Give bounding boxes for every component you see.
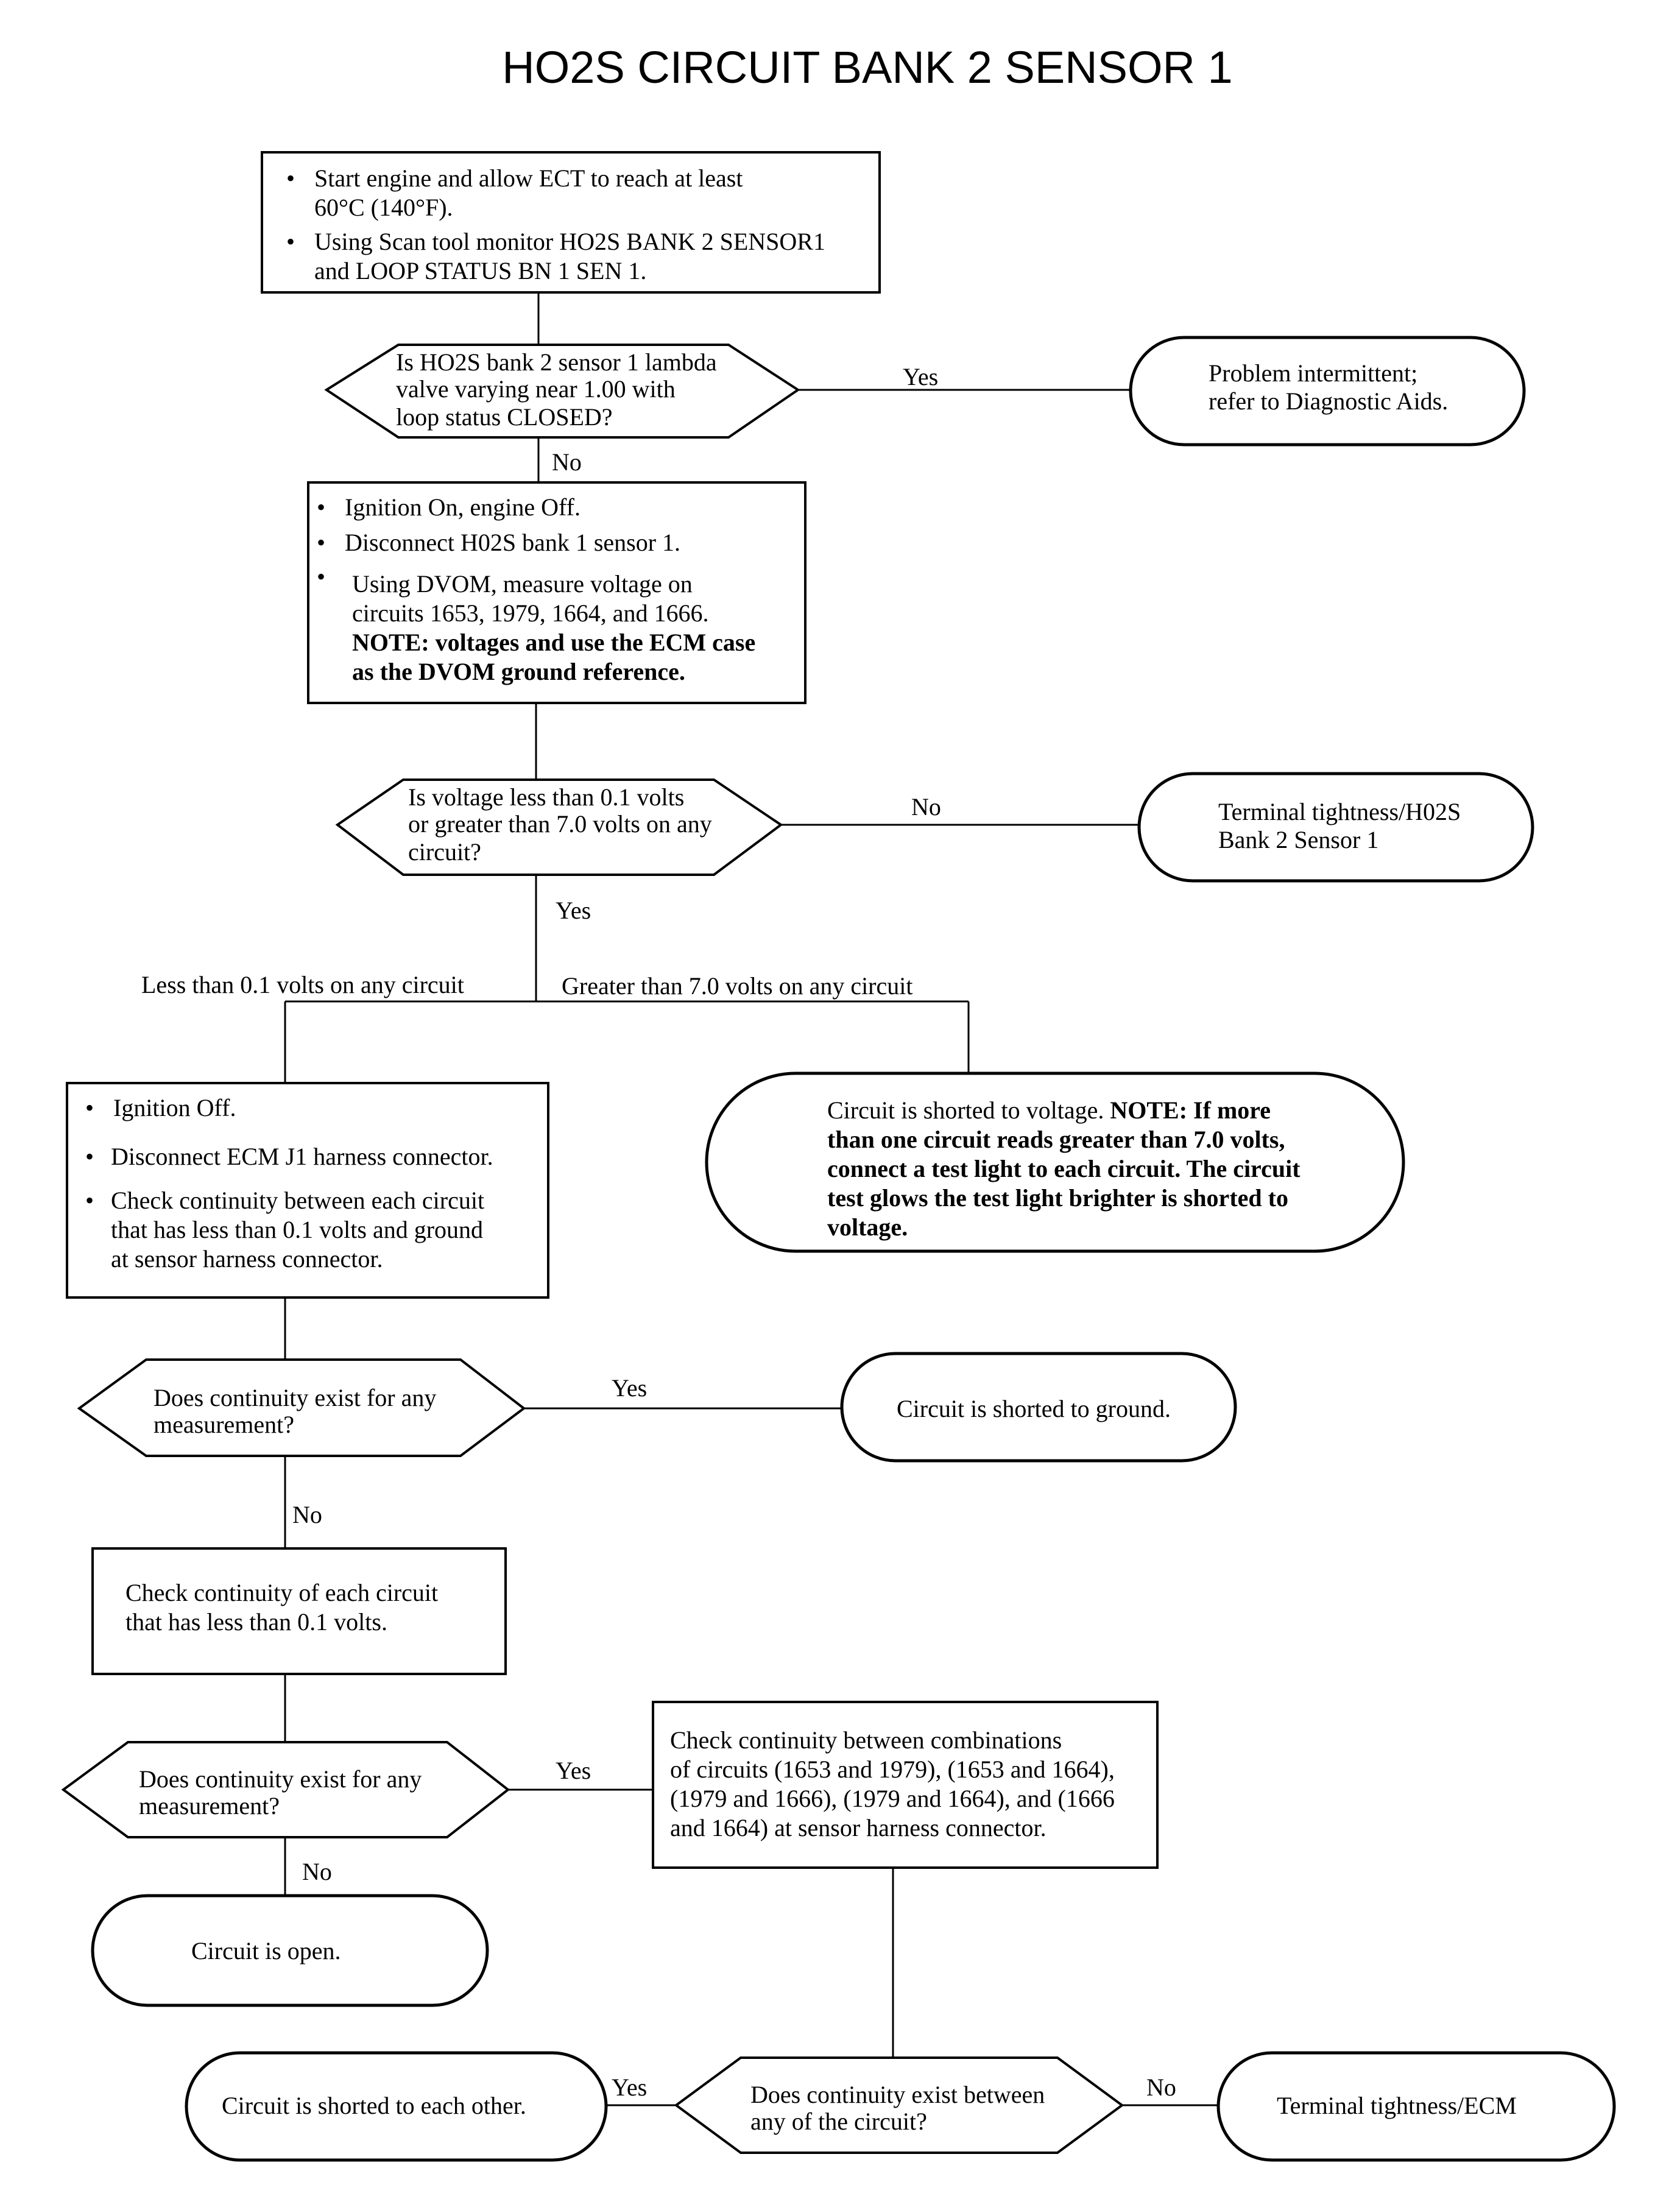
shorted-voltage-line-3: connect a test light to each circuit. Th… — [827, 1155, 1301, 1182]
circuit-open-terminal: Circuit is open. — [91, 1894, 489, 2007]
bullet: • — [85, 1187, 94, 1214]
branch-greater-label: Greater than 7.0 volts on any circuit — [562, 972, 912, 1000]
start-box: • Start engine and allow ECT to reach at… — [261, 151, 881, 294]
ignition-line-1: Ignition On, engine Off. — [345, 493, 581, 521]
bullet: • — [317, 563, 325, 590]
shorted-voltage-line-2: than one circuit reads greater than 7.0 … — [827, 1126, 1285, 1153]
shorted-voltage-line-1: Circuit is shorted to voltage. NOTE: If … — [827, 1096, 1271, 1124]
combos-line-1: Check continuity between combinations — [670, 1726, 1062, 1754]
shorted-voltage-note: NOTE: If more — [1110, 1096, 1271, 1124]
shorted-ground-line-1: Circuit is shorted to ground. — [897, 1395, 1171, 1422]
branch-less-label: Less than 0.1 volts on any circuit — [141, 971, 464, 998]
diagram-title: HO2S CIRCUIT BANK 2 SENSOR 1 — [502, 42, 1232, 93]
terminal-h02s: Terminal tightness/H02S Bank 2 Sensor 1 — [1137, 772, 1534, 883]
q4-line-1: Does continuity exist for any — [139, 1765, 422, 1793]
ignition-line-2: Disconnect H02S bank 1 sensor 1. — [345, 529, 680, 556]
q4-no-label: No — [302, 1858, 332, 1885]
shorted-voltage-line-4: test glows the test light brighter is sh… — [827, 1184, 1288, 1212]
q2-line-1: Is voltage less than 0.1 volts — [408, 783, 684, 811]
ignoff-line-5: at sensor harness connector. — [111, 1245, 383, 1273]
bullet: • — [85, 1143, 94, 1170]
combos-line-4: and 1664) at sensor harness connector. — [670, 1814, 1046, 1841]
q3-yes-label: Yes — [612, 1374, 647, 1402]
shorted-ground-terminal: Circuit is shorted to ground. — [840, 1352, 1237, 1463]
circuit-open-line-1: Circuit is open. — [191, 1937, 341, 1965]
ignoff-line-4: that has less than 0.1 volts and ground — [111, 1216, 483, 1243]
bullet: • — [286, 228, 295, 255]
combos-line-3: (1979 and 1666), (1979 and 1664), and (1… — [670, 1785, 1115, 1812]
q2-yes-label: Yes — [556, 897, 591, 924]
decision-voltage: Is voltage less than 0.1 volts or greate… — [335, 778, 783, 876]
q5-line-1: Does continuity exist between — [750, 2081, 1045, 2108]
start-line-2: 60°C (140°F). — [314, 194, 453, 221]
q1-no-label: No — [552, 448, 582, 476]
bullet: • — [317, 529, 325, 556]
q1-line-2: valve varying near 1.00 with — [396, 375, 676, 403]
combinations-box: Check continuity between combinations of… — [652, 1701, 1159, 1869]
q4-line-2: measurement? — [139, 1792, 280, 1820]
shorted-voltage-terminal: Circuit is shorted to voltage. NOTE: If … — [705, 1071, 1405, 1253]
ignoff-line-1: Ignition Off. — [113, 1094, 236, 1121]
q2-no-label: No — [911, 793, 941, 821]
check-each-line-2: that has less than 0.1 volts. — [125, 1608, 387, 1636]
bullet: • — [286, 164, 295, 192]
shorted-each-line-1: Circuit is shorted to each other. — [222, 2092, 526, 2119]
check-each-box: Check continuity of each circuit that ha… — [91, 1547, 507, 1675]
start-line-4: and LOOP STATUS BN 1 SEN 1. — [314, 257, 646, 284]
q2-line-2: or greater than 7.0 volts on any — [408, 810, 712, 838]
connectors — [284, 292, 1218, 2106]
terminal-h02s-line-2: Bank 2 Sensor 1 — [1218, 826, 1378, 853]
terminal-h02s-line-1: Terminal tightness/H02S — [1218, 798, 1461, 825]
q3-line-2: measurement? — [154, 1411, 294, 1438]
q4-yes-label: Yes — [556, 1757, 591, 1784]
start-line-1: Start engine and allow ECT to reach at l… — [314, 164, 743, 192]
shorted-each-terminal: Circuit is shorted to each other. — [185, 2051, 608, 2162]
decision-continuity-ground: Does continuity exist for any measuremen… — [77, 1358, 526, 1457]
terminal-ecm: Terminal tightness/ECM — [1216, 2051, 1616, 2162]
q1-line-1: Is HO2S bank 2 sensor 1 lambda — [396, 348, 717, 376]
shorted-voltage-line-5: voltage. — [827, 1213, 908, 1241]
intermittent-line-1: Problem intermittent; — [1209, 359, 1417, 387]
intermittent-line-2: refer to Diagnostic Aids. — [1209, 387, 1448, 415]
decision-lambda: Is HO2S bank 2 sensor 1 lambda valve var… — [324, 344, 800, 439]
decision-continuity-open: Does continuity exist for any measuremen… — [61, 1741, 510, 1838]
q5-line-2: any of the circuit? — [750, 2108, 927, 2135]
ignition-line-3: Using DVOM, measure voltage on — [352, 570, 693, 598]
shorted-voltage-text: Circuit is shorted to voltage. — [827, 1096, 1110, 1124]
q5-no-label: No — [1146, 2074, 1176, 2101]
bullet: • — [317, 493, 325, 521]
ignition-line-4: circuits 1653, 1979, 1664, and 1666. — [352, 599, 709, 627]
q5-yes-label: Yes — [612, 2074, 647, 2101]
ignition-note-1: NOTE: voltages and use the ECM case — [352, 629, 755, 656]
q3-line-1: Does continuity exist for any — [154, 1384, 436, 1411]
combos-line-2: of circuits (1653 and 1979), (1653 and 1… — [670, 1756, 1115, 1783]
intermittent-terminal: Problem intermittent; refer to Diagnosti… — [1129, 336, 1526, 447]
check-each-line-1: Check continuity of each circuit — [125, 1579, 438, 1606]
ignoff-line-3: Check continuity between each circuit — [111, 1187, 484, 1214]
q3-no-label: No — [292, 1501, 322, 1528]
bullet: • — [85, 1094, 94, 1121]
terminal-ecm-line-1: Terminal tightness/ECM — [1277, 2092, 1517, 2119]
decision-continuity-between: Does continuity exist between any of the… — [674, 2056, 1124, 2154]
ignition-on-box: • Ignition On, engine Off. • Disconnect … — [307, 481, 806, 704]
ignition-off-box: • Ignition Off. • Disconnect ECM J1 harn… — [66, 1082, 549, 1299]
start-line-3: Using Scan tool monitor HO2S BANK 2 SENS… — [314, 228, 825, 255]
q1-line-3: loop status CLOSED? — [396, 403, 613, 431]
q2-line-3: circuit? — [408, 838, 481, 866]
q1-yes-label: Yes — [903, 363, 938, 390]
ignoff-line-2: Disconnect ECM J1 harness connector. — [111, 1143, 493, 1170]
ignition-note-2: as the DVOM ground reference. — [352, 658, 685, 685]
